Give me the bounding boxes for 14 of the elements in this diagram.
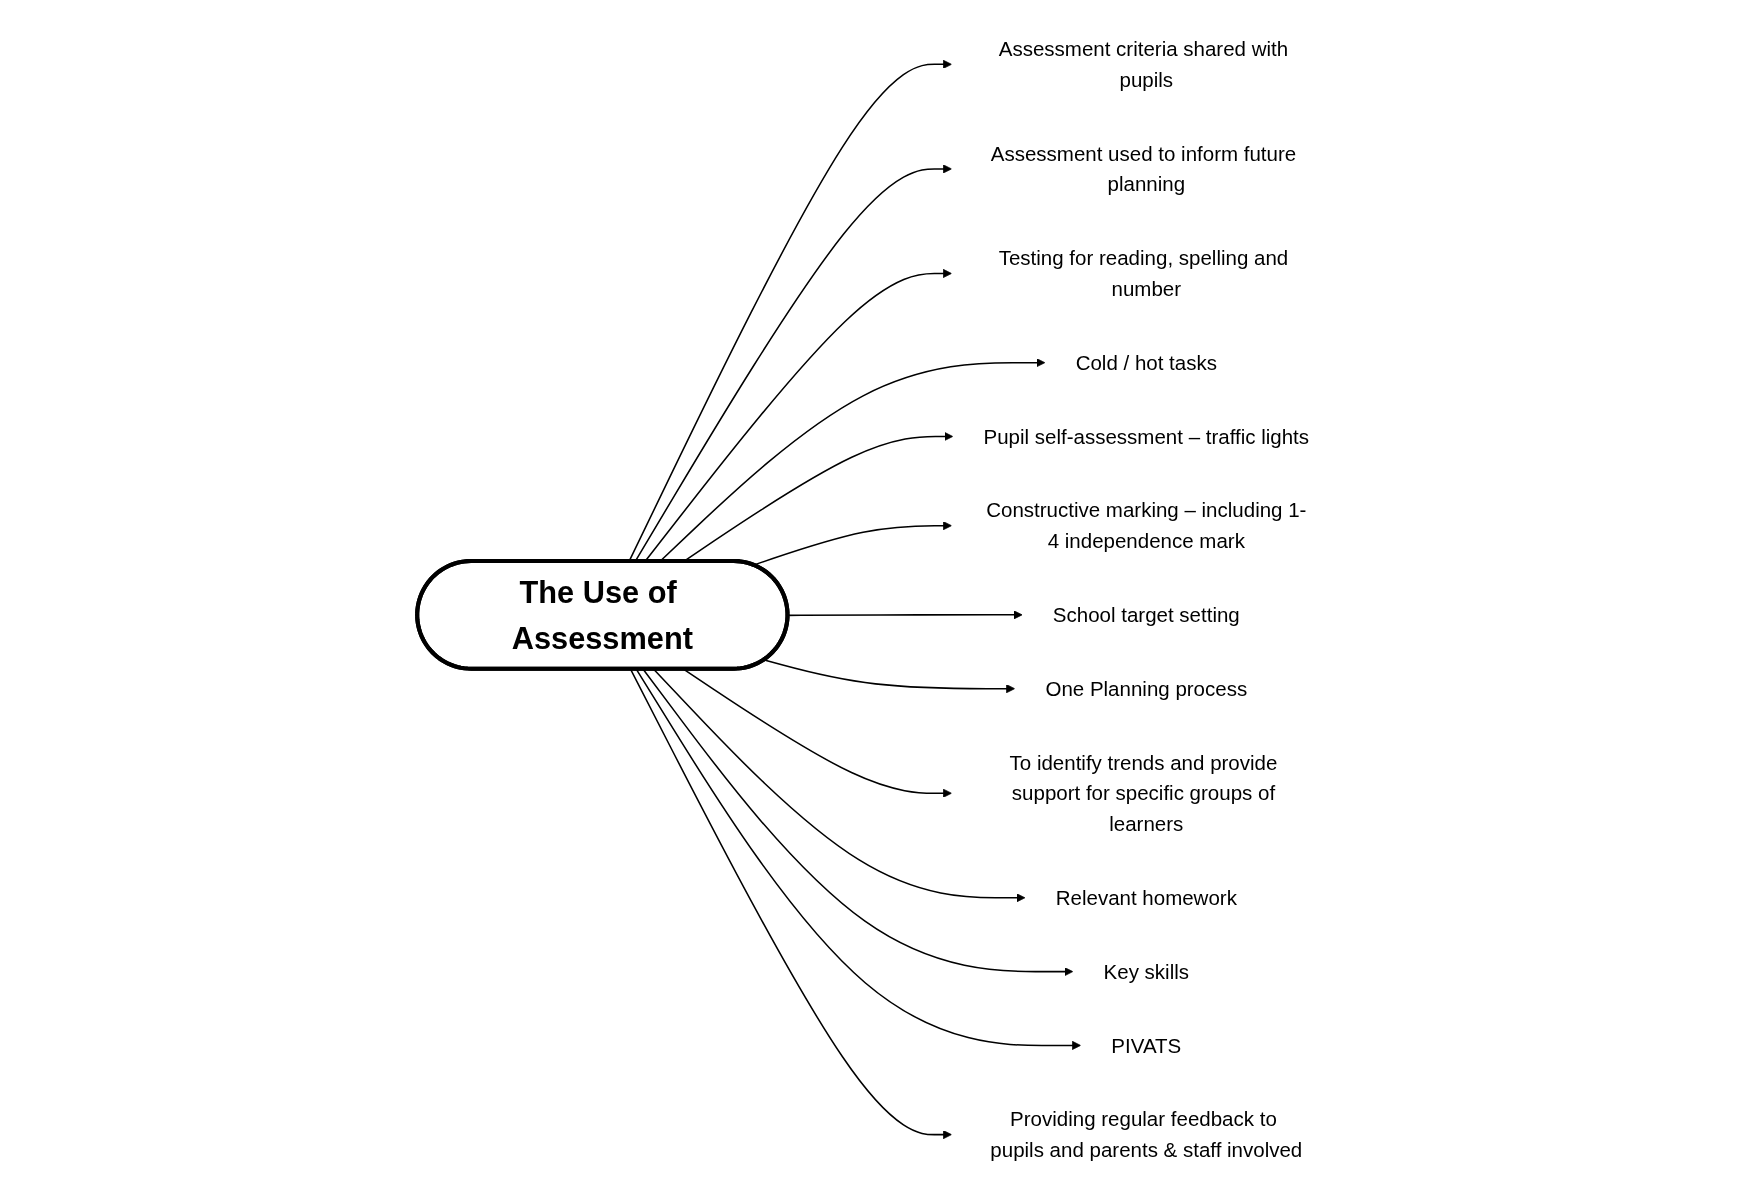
node-text: Assessment criteria shared with pupils [998, 37, 1289, 91]
node-text: Constructive marking – including 1-4 independence mark [986, 499, 1307, 553]
node-text: Pupil self-assessment – traffic lights [983, 425, 1309, 448]
node-text: School target setting [1052, 603, 1240, 627]
node-text: Cold / hot tasks [1075, 351, 1217, 374]
arrow [763, 659, 1015, 694]
node-text: Providing regular feedback to pupils and parents & staff involved [990, 1107, 1303, 1162]
node-text: Assessment used to inform future planning [990, 142, 1297, 196]
node-text: To identify trends and provide support for specific groups of learners [1009, 751, 1278, 836]
node-text: Relevant homework [1055, 886, 1237, 910]
node-text: Key skills [1103, 960, 1189, 983]
node-text: PIVATS [1111, 1034, 1182, 1057]
node-text: One Planning process [1045, 677, 1248, 700]
node-text: Testing for reading, spelling and number [998, 246, 1289, 301]
